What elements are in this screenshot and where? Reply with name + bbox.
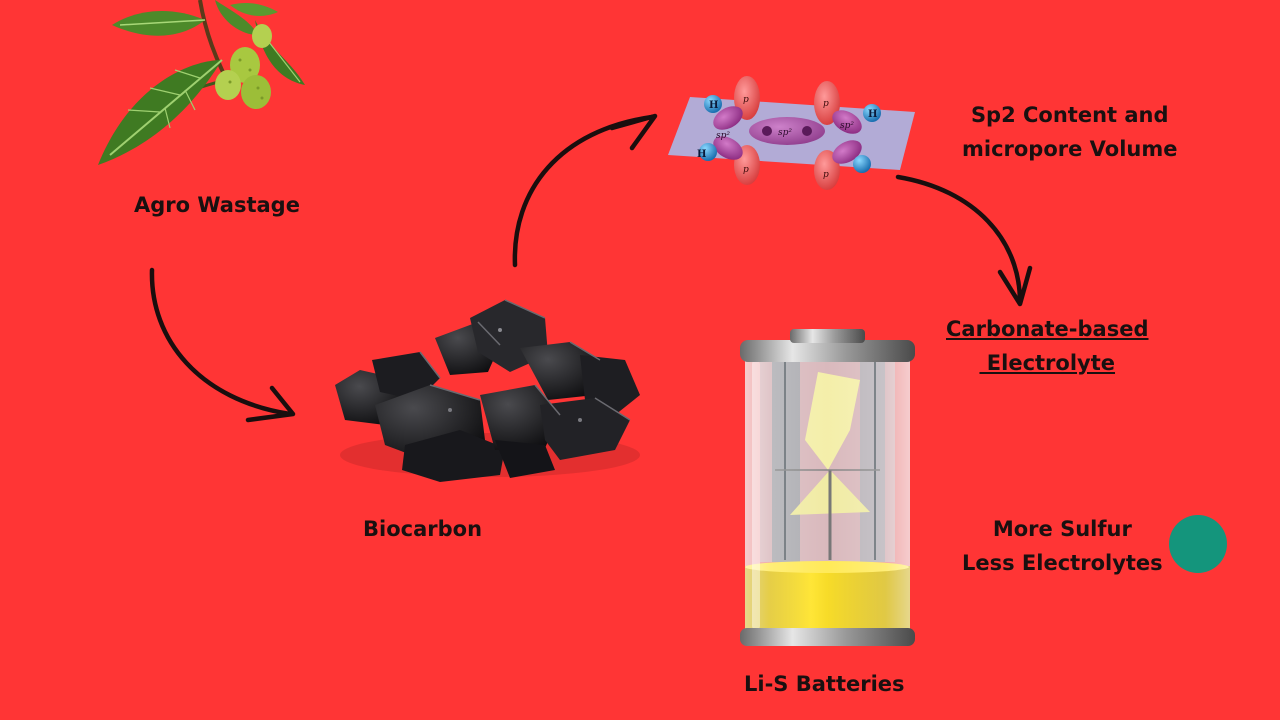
p-label-1: p	[743, 95, 749, 105]
sp2-orbital-molecule-icon: H H H p p p p sp² sp² sp²	[668, 76, 915, 190]
carbonate-label-line1: Carbonate-based	[946, 317, 1149, 341]
carbonate-electrolyte-label: Carbonate-based Electrolyte	[946, 312, 1149, 380]
p-label-2: p	[743, 165, 749, 175]
h-label-3: H	[868, 109, 877, 120]
sp2-content-label-line1: Sp2 Content and	[970, 103, 1169, 127]
sp2-label-1: sp²	[716, 131, 730, 141]
sp2-label-3: sp²	[840, 121, 854, 131]
h-label-2: H	[697, 149, 706, 160]
biocarbon-label: Biocarbon	[363, 517, 483, 541]
sulfur-electrolyte-label: More Sulfur Less Electrolytes	[962, 512, 1163, 580]
arrow-agro-to-biocarbon	[149, 267, 296, 423]
sulfur-label-line2: Less Electrolytes	[962, 551, 1163, 575]
li-s-battery-icon	[740, 329, 915, 646]
arrow-sp2-to-carbonate	[895, 174, 1033, 307]
breadfruit-plant-icon	[98, 0, 305, 165]
sp2-content-label-line2: micropore Volume	[962, 137, 1178, 161]
sulfur-label-line1: More Sulfur	[992, 517, 1132, 541]
arrow-biocarbon-to-sp2	[512, 113, 658, 268]
agro-wastage-label: Agro Wastage	[134, 193, 300, 217]
teal-dot	[1169, 515, 1227, 573]
carbonate-label-line2: Electrolyte	[979, 351, 1116, 375]
p-label-4: p	[823, 170, 829, 180]
li-s-batteries-label: Li-S Batteries	[744, 672, 905, 696]
h-label-1: H	[709, 100, 718, 111]
sp2-label-2: sp²	[778, 128, 792, 138]
p-label-3: p	[823, 99, 829, 109]
biocarbon-coal-icon	[335, 299, 640, 482]
sp2-content-label: Sp2 Content and micropore Volume	[962, 98, 1178, 166]
